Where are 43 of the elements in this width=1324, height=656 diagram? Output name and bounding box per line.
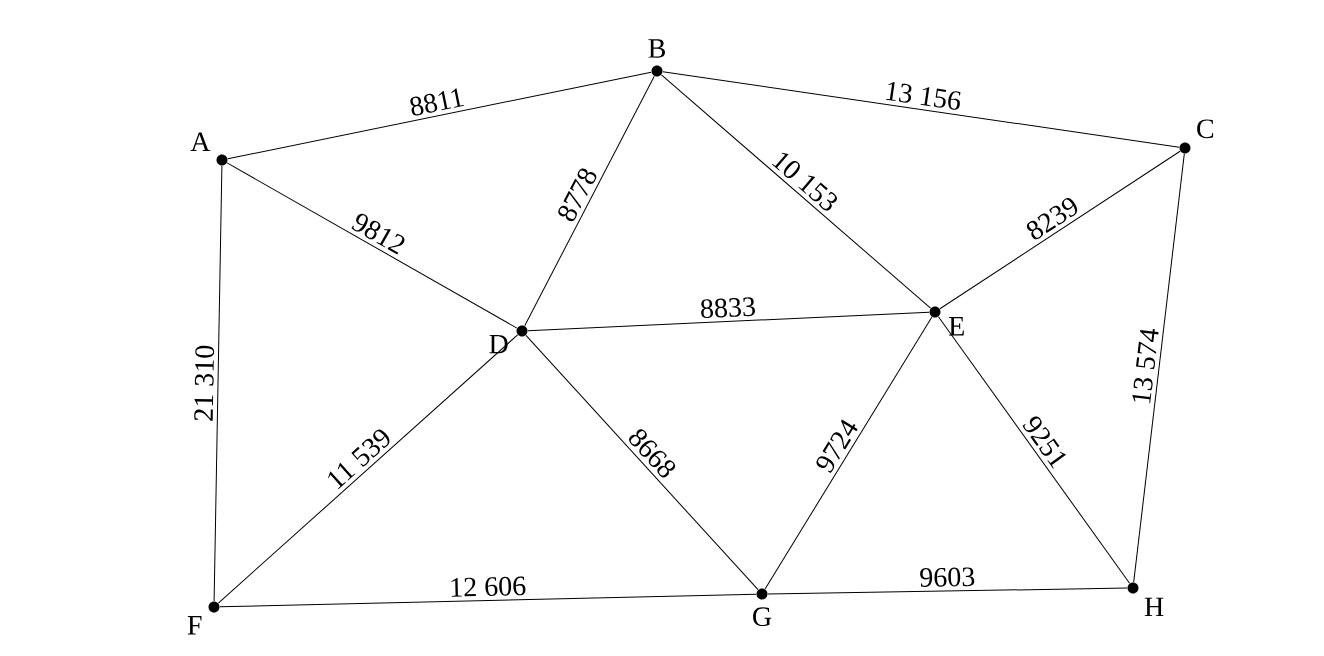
line [227,71,652,160]
labeled-point: A [190,132,228,166]
line [226,162,518,329]
edge-label: 8811 [410,88,464,116]
line [660,74,932,309]
line [937,316,1131,584]
labeled-point: C [1179,119,1214,154]
edge-label: 8239 [1026,198,1078,240]
line [939,150,1181,310]
line [213,165,223,602]
edge-label: 21 310 [194,345,215,421]
node-label: H [1144,597,1164,617]
line [662,71,1180,148]
line [1133,153,1185,583]
edge-label: 9603 [920,567,975,587]
edge-label: 12 606 [451,576,526,597]
node-label: D [489,334,508,354]
labeled-point: D [489,325,528,354]
line [217,334,519,604]
line [527,311,930,332]
node-label: F [187,616,202,635]
labeled-point: E [929,306,964,336]
line [219,593,757,608]
edge-label: 13 156 [886,82,961,110]
labeled-point: H [1127,582,1164,617]
node-label: C [1197,119,1214,139]
edge-label: 10 153 [771,152,838,211]
line [764,316,933,590]
line [524,75,655,327]
edge-label: 8833 [701,297,755,319]
node-label: A [190,132,211,151]
edge-label: 11 539 [328,429,390,490]
edge-label: 8778 [558,168,597,222]
edge-label: 9812 [351,213,405,255]
labeled-point: B [648,39,665,77]
line [767,587,1128,595]
labeled-point: G [753,588,772,627]
line [525,334,759,591]
node-label: G [753,607,772,627]
labeled-point: F [187,601,220,635]
edge-label: 13 574 [1132,328,1159,404]
node-label: B [648,39,665,58]
node-label: E [948,317,964,336]
